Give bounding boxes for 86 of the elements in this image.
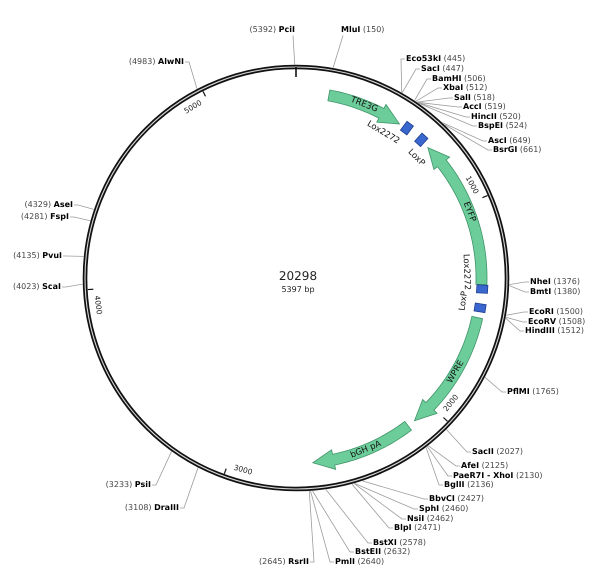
restriction-site-label: BspEI (524) xyxy=(478,121,528,131)
leader-line xyxy=(325,489,372,544)
leader-line xyxy=(62,256,84,257)
restriction-site-label: BbvCI (2427) xyxy=(429,494,484,504)
restriction-site-label: HincII (520) xyxy=(471,112,521,122)
restriction-site-label: (4135) PvuI xyxy=(13,251,62,261)
restriction-site-label: Eco53kI (445) xyxy=(406,54,466,64)
feature-label: LoxP xyxy=(458,290,470,312)
feature-label: bGH pA xyxy=(350,440,383,460)
leader-line xyxy=(351,484,394,528)
leader-line xyxy=(418,102,478,126)
leader-line xyxy=(332,35,344,68)
leader-line xyxy=(426,446,444,486)
leader-line xyxy=(70,216,91,222)
restriction-site-label: BstXI (2578) xyxy=(373,538,426,548)
restriction-site-label: (4329) AseI xyxy=(24,200,73,210)
restriction-site-label: BstEII (2632) xyxy=(355,547,410,557)
restriction-site-label: (3233) PsiI xyxy=(106,480,151,490)
restriction-site-label: SphI (2460) xyxy=(419,504,468,514)
leader-line xyxy=(152,451,172,486)
plasmid-name: 20298 xyxy=(278,270,318,282)
leader-line xyxy=(180,467,198,508)
leader-line xyxy=(505,316,528,322)
leader-line xyxy=(428,445,460,466)
restriction-site-label: SacI (447) xyxy=(421,64,464,74)
restriction-site-label: AccI (519) xyxy=(463,102,506,112)
restriction-site-label: EcoRI (1500) xyxy=(529,307,583,317)
restriction-site-label: SalI (518) xyxy=(454,93,495,103)
leader-line xyxy=(354,483,406,520)
leader-line xyxy=(402,68,420,94)
restriction-site-label: BsrGI (661) xyxy=(493,145,542,155)
leader-line xyxy=(362,480,428,500)
site-marker xyxy=(399,120,415,136)
restriction-site-label: NheI (1376) xyxy=(530,277,580,287)
leader-line xyxy=(446,429,472,452)
restriction-site-label: NsiI (2462) xyxy=(407,514,454,524)
leader-line xyxy=(400,58,406,93)
leader-line xyxy=(308,490,314,562)
restriction-site-label: PaeR7I - XhoI (2130) xyxy=(453,471,543,481)
leader-line xyxy=(509,282,530,286)
leader-line xyxy=(74,204,94,210)
leader-line xyxy=(442,122,488,142)
restriction-site-label: BglII (2136) xyxy=(444,480,494,490)
leader-line xyxy=(417,102,470,118)
leader-line xyxy=(415,88,442,102)
restriction-site-label: BamHI (506) xyxy=(432,74,486,84)
site-marker xyxy=(413,132,429,148)
restriction-site-label: PmlI (2640) xyxy=(335,557,384,567)
leader-line xyxy=(292,35,296,65)
leader-line xyxy=(505,318,524,332)
restriction-site-label: (4023) ScaI xyxy=(12,282,61,292)
restriction-site-label: (3108) DraIII xyxy=(124,503,179,513)
leader-line xyxy=(184,62,198,90)
site-marker xyxy=(473,301,488,314)
leader-line xyxy=(414,78,432,101)
site-marker xyxy=(475,283,489,295)
leader-line xyxy=(62,284,83,288)
leader-line xyxy=(506,312,528,316)
leader-line xyxy=(484,376,506,392)
leader-line xyxy=(416,102,462,108)
feature-annotation xyxy=(311,420,413,471)
restriction-site-label: HindIII (1512) xyxy=(525,326,584,336)
leader-line xyxy=(426,446,452,476)
restriction-site-label: BlpI (2471) xyxy=(394,523,441,533)
restriction-site-label: AscI (649) xyxy=(488,136,531,146)
restriction-site-label: PflMI (1765) xyxy=(507,387,559,397)
restriction-site-label: SacII (2027) xyxy=(472,447,524,457)
feature-label: EYFP xyxy=(462,200,477,223)
leader-line xyxy=(444,124,492,150)
restriction-site-label: (4983) AlwNI xyxy=(128,57,184,67)
restriction-site-label: EcoRV (1508) xyxy=(528,317,586,327)
restriction-site-label: XbaI (512) xyxy=(443,83,488,93)
restriction-site-label: (5392) PciI xyxy=(250,24,295,34)
restriction-site-label: AfeI (2125) xyxy=(461,461,508,471)
leader-line xyxy=(312,490,354,552)
leader-line xyxy=(354,482,418,510)
restriction-site-label: BmtI (1380) xyxy=(530,287,580,297)
feature-label: Lox2272 xyxy=(461,254,471,290)
leader-line xyxy=(508,285,530,292)
leader-line xyxy=(310,490,334,562)
leader-line xyxy=(416,98,454,103)
restriction-site-label: (4281) FspI xyxy=(20,212,69,222)
restriction-site-label: (2645) RsrII xyxy=(259,557,309,567)
restriction-site-label: MluI (150) xyxy=(341,24,384,34)
plasmid-length: 5397 bp xyxy=(281,286,315,294)
feature-annotation xyxy=(413,315,484,422)
